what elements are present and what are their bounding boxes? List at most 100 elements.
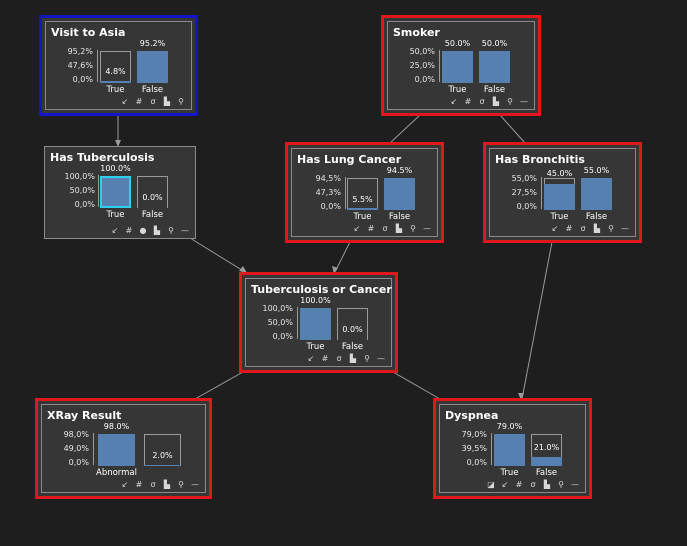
- arrow-icon[interactable]: ↙: [551, 224, 559, 233]
- histogram-icon[interactable]: ▙: [163, 97, 171, 106]
- square-icon[interactable]: ◪: [487, 480, 495, 489]
- search-icon[interactable]: ⚲: [168, 226, 174, 235]
- grid-icon[interactable]: #: [515, 480, 523, 489]
- pct-true: 5.5%: [352, 195, 373, 204]
- grid-icon[interactable]: #: [565, 224, 573, 233]
- search-icon[interactable]: ⚲: [410, 224, 416, 233]
- grid-icon[interactable]: #: [125, 226, 133, 235]
- bar-frame-false: [337, 308, 368, 340]
- minus-icon[interactable]: —: [377, 354, 385, 363]
- search-icon[interactable]: ⚲: [178, 480, 184, 489]
- bar-normal[interactable]: [144, 465, 181, 466]
- node-smoker[interactable]: Smoker 50,0% 25,0% 0,0% 50.0% True 50.0%…: [381, 15, 541, 116]
- bar-true[interactable]: [300, 308, 331, 340]
- search-icon[interactable]: ⚲: [608, 224, 614, 233]
- tick-min: 0,0%: [74, 200, 95, 209]
- grid-icon[interactable]: #: [135, 480, 143, 489]
- bar-false[interactable]: [581, 178, 612, 210]
- histogram-icon[interactable]: ▙: [492, 97, 500, 106]
- bar-false[interactable]: [137, 51, 168, 83]
- minus-icon[interactable]: —: [621, 224, 629, 233]
- grid-icon[interactable]: #: [321, 354, 329, 363]
- minus-icon[interactable]: —: [520, 97, 528, 106]
- tick-min: 0,0%: [516, 202, 537, 211]
- tick-max: 50,0%: [409, 47, 435, 56]
- bar-false[interactable]: [531, 457, 562, 466]
- histogram-icon[interactable]: ▙: [163, 480, 171, 489]
- node-has-bronchitis[interactable]: Has Bronchitis 55,0% 27,5% 0,0% 45.0% Tr…: [483, 142, 642, 243]
- node-title: Visit to Asia: [51, 26, 126, 39]
- histogram-icon[interactable]: ▙: [593, 224, 601, 233]
- search-icon[interactable]: ⚲: [558, 480, 564, 489]
- sigma-icon[interactable]: σ: [150, 480, 156, 489]
- bar-true[interactable]: [544, 184, 575, 210]
- y-axis: [439, 50, 440, 82]
- histogram-icon[interactable]: ▙: [349, 354, 357, 363]
- label-false: False: [535, 468, 558, 478]
- arrow-icon[interactable]: ↙: [353, 224, 361, 233]
- pct-false: 55.0%: [583, 166, 610, 175]
- search-icon[interactable]: ⚲: [178, 97, 184, 106]
- sigma-icon[interactable]: σ: [382, 224, 388, 233]
- label-true: True: [500, 468, 519, 478]
- bar-true[interactable]: [442, 51, 473, 83]
- sigma-icon[interactable]: σ: [150, 97, 156, 106]
- arrow-icon[interactable]: ↙: [501, 480, 509, 489]
- evidence-dot-icon[interactable]: ●: [139, 226, 147, 235]
- minus-icon[interactable]: —: [423, 224, 431, 233]
- arrow-icon[interactable]: ↙: [450, 97, 458, 106]
- search-icon[interactable]: ⚲: [507, 97, 513, 106]
- grid-icon[interactable]: #: [464, 97, 472, 106]
- grid-icon[interactable]: #: [135, 97, 143, 106]
- bar-true[interactable]: [494, 434, 525, 466]
- node-has-lung-cancer[interactable]: Has Lung Cancer 94,5% 47,3% 0,0% 5.5% Tr…: [285, 142, 444, 243]
- node-xray-result[interactable]: XRay Result 98,0% 49,0% 0,0% 98.0% Abnor…: [35, 398, 212, 499]
- histogram-icon[interactable]: ▙: [153, 226, 161, 235]
- minus-icon[interactable]: —: [571, 480, 579, 489]
- bar-true[interactable]: [347, 208, 378, 210]
- histogram-icon[interactable]: ▙: [543, 480, 551, 489]
- node-visit-to-asia[interactable]: Visit to Asia 95,2% 47,6% 0,0% 4.8% True…: [39, 15, 198, 116]
- bar-true[interactable]: [100, 81, 131, 83]
- label-false: False: [388, 212, 411, 222]
- arrow-icon[interactable]: ↙: [121, 480, 129, 489]
- pct-true: 79.0%: [496, 422, 523, 431]
- bar-false[interactable]: [384, 178, 415, 210]
- node-tuberculosis-or-cancer[interactable]: Tuberculosis or Cancer 100,0% 50,0% 0,0%…: [239, 272, 398, 373]
- node-title: Smoker: [393, 26, 440, 39]
- tick-min: 0,0%: [414, 75, 435, 84]
- edge-smoker-lung: [389, 114, 421, 144]
- node-has-tuberculosis[interactable]: Has Tuberculosis 100,0% 50,0% 0,0% 100.0…: [44, 146, 196, 239]
- pct-false: 50.0%: [481, 39, 508, 48]
- tick-mid: 47,6%: [67, 61, 93, 70]
- bar-true[interactable]: [100, 176, 131, 208]
- grid-icon[interactable]: #: [367, 224, 375, 233]
- sigma-icon[interactable]: σ: [580, 224, 586, 233]
- node-title: Dyspnea: [445, 409, 499, 422]
- tick-max: 94,5%: [315, 174, 341, 183]
- tick-max: 100,0%: [262, 304, 293, 313]
- tick-mid: 25,0%: [409, 61, 435, 70]
- sigma-icon[interactable]: σ: [336, 354, 342, 363]
- sigma-icon[interactable]: σ: [530, 480, 536, 489]
- arrow-icon[interactable]: ↙: [121, 97, 129, 106]
- node-dyspnea[interactable]: Dyspnea 79,0% 39,5% 0,0% 79.0% True 21.0…: [433, 398, 592, 499]
- search-icon[interactable]: ⚲: [364, 354, 370, 363]
- sigma-icon[interactable]: σ: [479, 97, 485, 106]
- pct-false: 0.0%: [342, 325, 363, 334]
- histogram-icon[interactable]: ▙: [395, 224, 403, 233]
- tick-max: 79,0%: [461, 430, 487, 439]
- arrow-icon[interactable]: ↙: [111, 226, 119, 235]
- y-axis: [345, 177, 346, 209]
- bar-frame-false: [531, 434, 562, 466]
- label-true: True: [106, 210, 125, 220]
- arrow-icon[interactable]: ↙: [307, 354, 315, 363]
- tick-mid: 50,0%: [267, 318, 293, 327]
- bar-false[interactable]: [479, 51, 510, 83]
- minus-icon[interactable]: —: [191, 480, 199, 489]
- node-toolbar: ↙ # σ ▙ ⚲ —: [307, 354, 385, 363]
- bar-abnormal[interactable]: [98, 434, 135, 466]
- bar-frame-false: [137, 176, 168, 208]
- label-false: False: [483, 85, 506, 95]
- minus-icon[interactable]: —: [181, 226, 189, 235]
